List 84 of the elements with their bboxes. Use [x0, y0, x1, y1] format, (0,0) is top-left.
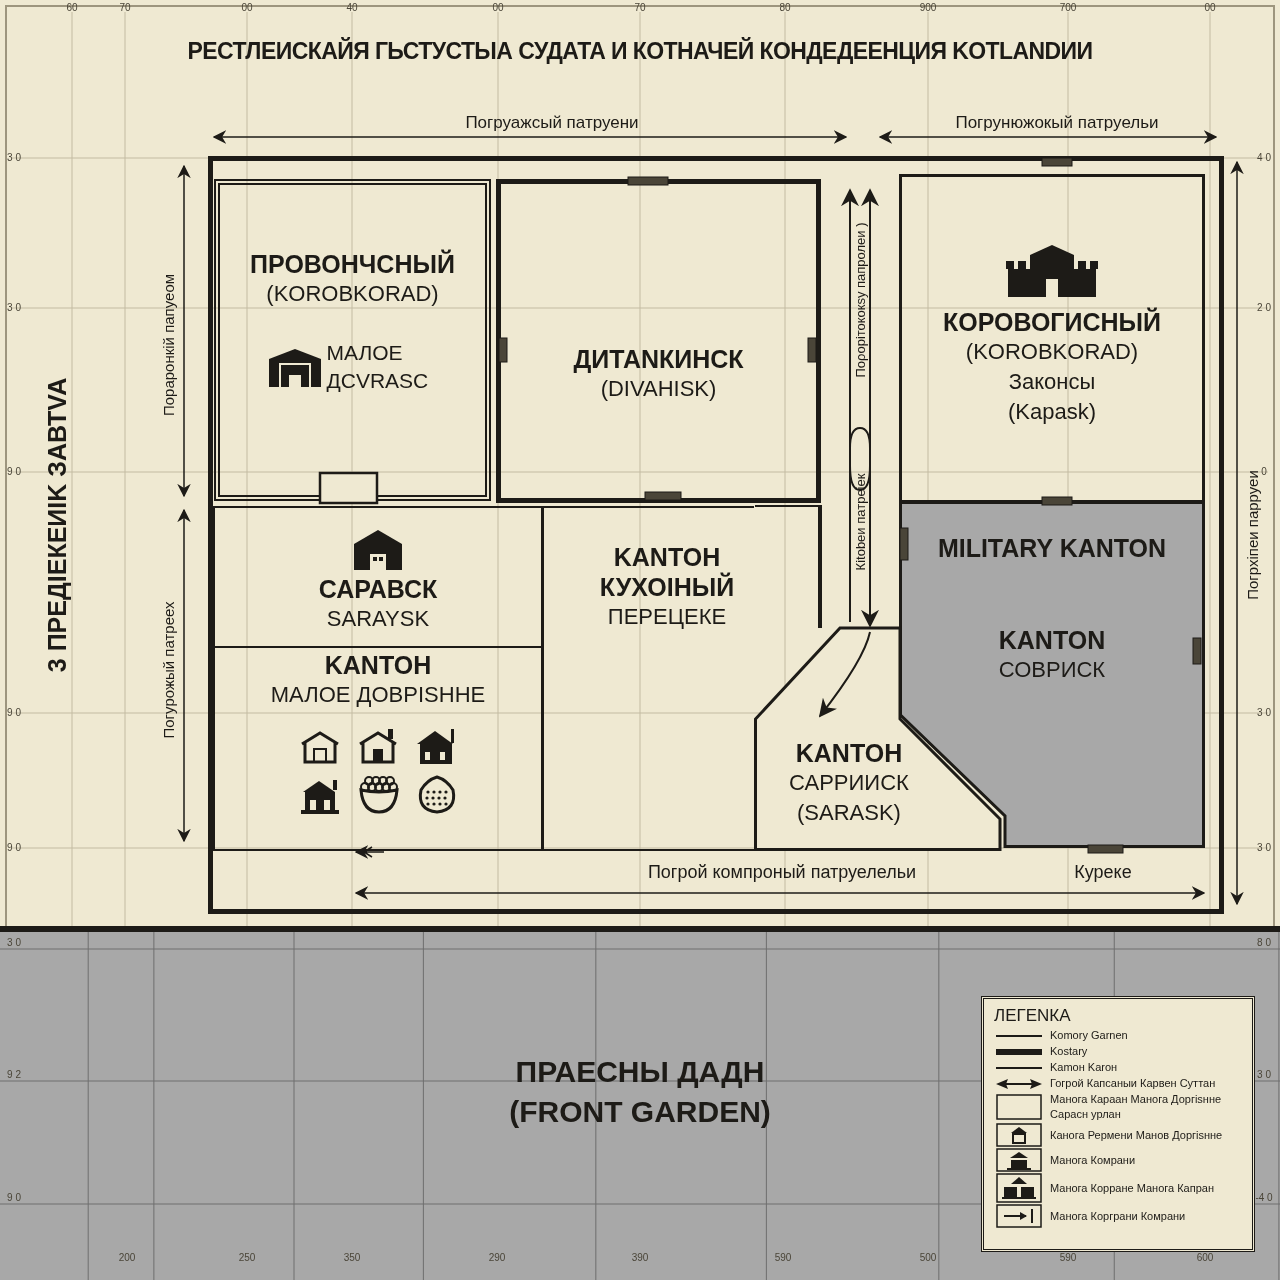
dimension-label: Погрунюжокый патруельи [955, 113, 1159, 131]
room-label: Законсы [1008, 368, 1096, 396]
tick-label: 3 0 [1257, 843, 1271, 853]
room-label: KANTOH [324, 650, 432, 680]
dimension-label: Поροрiтокoкsу папролеи ) [853, 222, 867, 378]
tick-label: 9 0 [7, 843, 21, 853]
tick-label: 00 [1204, 3, 1216, 13]
tick-label: 00 [241, 3, 253, 13]
room-box [213, 646, 543, 851]
room-label: ПЕРЕЦЕКЕ [607, 603, 727, 631]
tick-label: 590 [1059, 1253, 1077, 1263]
room-label: ДИТАNКИНСК [573, 344, 744, 374]
legend-text: Манога Корграни Комрани [1050, 1208, 1186, 1224]
legend-title: ЛЕГЕNКА [994, 1005, 1072, 1027]
tick-label: 9 0 [7, 708, 21, 718]
tick-label: 600 [1196, 1253, 1214, 1263]
legend-text: Kamoн Karoн [1050, 1060, 1118, 1075]
tick-label: 3 0 [7, 938, 21, 948]
room-label: KANTOH [613, 542, 721, 572]
tick-label: 390 [631, 1253, 649, 1263]
room-label: ПРОВОНЧСНЫЙ [250, 249, 455, 279]
dimension-label: Погруажсый патруени [465, 113, 639, 131]
dimension-label: Погрой компроный патруелельи [647, 863, 917, 881]
tick-label: 80 [779, 3, 791, 13]
area-label: Курeке [1074, 863, 1132, 881]
tick-label: 500 [919, 1253, 937, 1263]
tick-label: 9 0 [7, 1193, 21, 1203]
room-box [496, 179, 821, 503]
room-label: МАЛОЕ ДОВРISHHE [270, 681, 486, 709]
room-label: (KOROBKORAD) [266, 280, 439, 308]
dimension-label: Пораронкiй папуеом [160, 273, 176, 417]
legend-text: Kostary [1050, 1044, 1088, 1059]
legend-text: Komory Garnen [1050, 1028, 1128, 1043]
room-label: (KOROBKORAD) [965, 338, 1139, 366]
room-label: (FRONT GARDEN) [509, 1094, 771, 1130]
tick-label: 8 0 [1257, 938, 1271, 948]
tick-label: 3 0 [1257, 1070, 1271, 1080]
room-label: KANTON [998, 625, 1106, 655]
tick-label: 3 0 [1257, 708, 1271, 718]
side-label: 3 ПРЕДIЕКЕИIK ЗАВТVA [44, 377, 70, 673]
tick-label: 900 [919, 3, 937, 13]
room-label: СОВРИСК [998, 656, 1106, 684]
tick-label: 00 [492, 3, 504, 13]
tick-label: 3 0 [7, 153, 21, 163]
room-label: (DIVAHISK) [600, 375, 717, 403]
room-label: KANTOH [795, 738, 903, 768]
diagram-title: РЕСТЛЕИСКАЙЯ ГЬСТУСТЫА СУДАТА И КОТНАЧЕЙ КОНДЕДЕЕНЦИЯ KOTLANDИИ [186, 36, 1094, 66]
room-label: SARAYSK [326, 605, 430, 633]
legend-text: Канога Рермени Манов Доргisнне [1050, 1127, 1223, 1143]
legend-text: Манога Комрани [1050, 1152, 1136, 1168]
tick-label: 590 [774, 1253, 792, 1263]
room-box [213, 506, 543, 648]
legend-text: Манога Корране Манога Капран [1050, 1180, 1214, 1196]
legend-text: Манога Караан Манога Доргisнне Сарасн урлан [1050, 1092, 1223, 1122]
room-label: (SARASK) [797, 799, 901, 827]
tick-label: 9 2 [7, 1070, 21, 1080]
tick-label: 0 [1261, 467, 1267, 477]
tick-label: 200 [118, 1253, 136, 1263]
plot-boundary [208, 156, 1224, 914]
dimension-label: Погурожый патреех [160, 601, 176, 739]
tick-label: 250 [238, 1253, 256, 1263]
room-label: КОРОВОГИСНЫЙ [942, 307, 1162, 337]
room-label: ПРАЕСНЫ ДАДН [515, 1054, 765, 1090]
tick-label: 4 0 [1257, 153, 1271, 163]
room-label: САРАВСК [318, 574, 438, 604]
dimension-label: Кitobeи патрeieк [853, 473, 867, 571]
room-label: (Kapask) [1007, 398, 1096, 426]
tick-label: 70 [634, 3, 646, 13]
dimension-label: Погрхiпeи парруеи [1244, 470, 1260, 600]
room-label: MILITARY KANTON [937, 533, 1167, 563]
room-label: МАЛОЕ ДСVRASC [326, 340, 430, 394]
tick-label: 290 [488, 1253, 506, 1263]
legend-text: Гогрой Капсаныи Карвен Суттан [1050, 1076, 1216, 1091]
tick-label: 3 0 [7, 303, 21, 313]
tick-label: -4 0 [1255, 1193, 1273, 1203]
tick-label: 60 [66, 3, 78, 13]
tick-label: 700 [1059, 3, 1077, 13]
tick-label: 2 0 [1257, 303, 1271, 313]
tick-label: 40 [346, 3, 358, 13]
tick-label: 9 0 [7, 467, 21, 477]
room-label: САРРИИСК [789, 769, 909, 797]
tick-label: 70 [119, 3, 131, 13]
tick-label: 350 [343, 1253, 361, 1263]
room-label: КУХОIНЫЙ [599, 572, 735, 602]
